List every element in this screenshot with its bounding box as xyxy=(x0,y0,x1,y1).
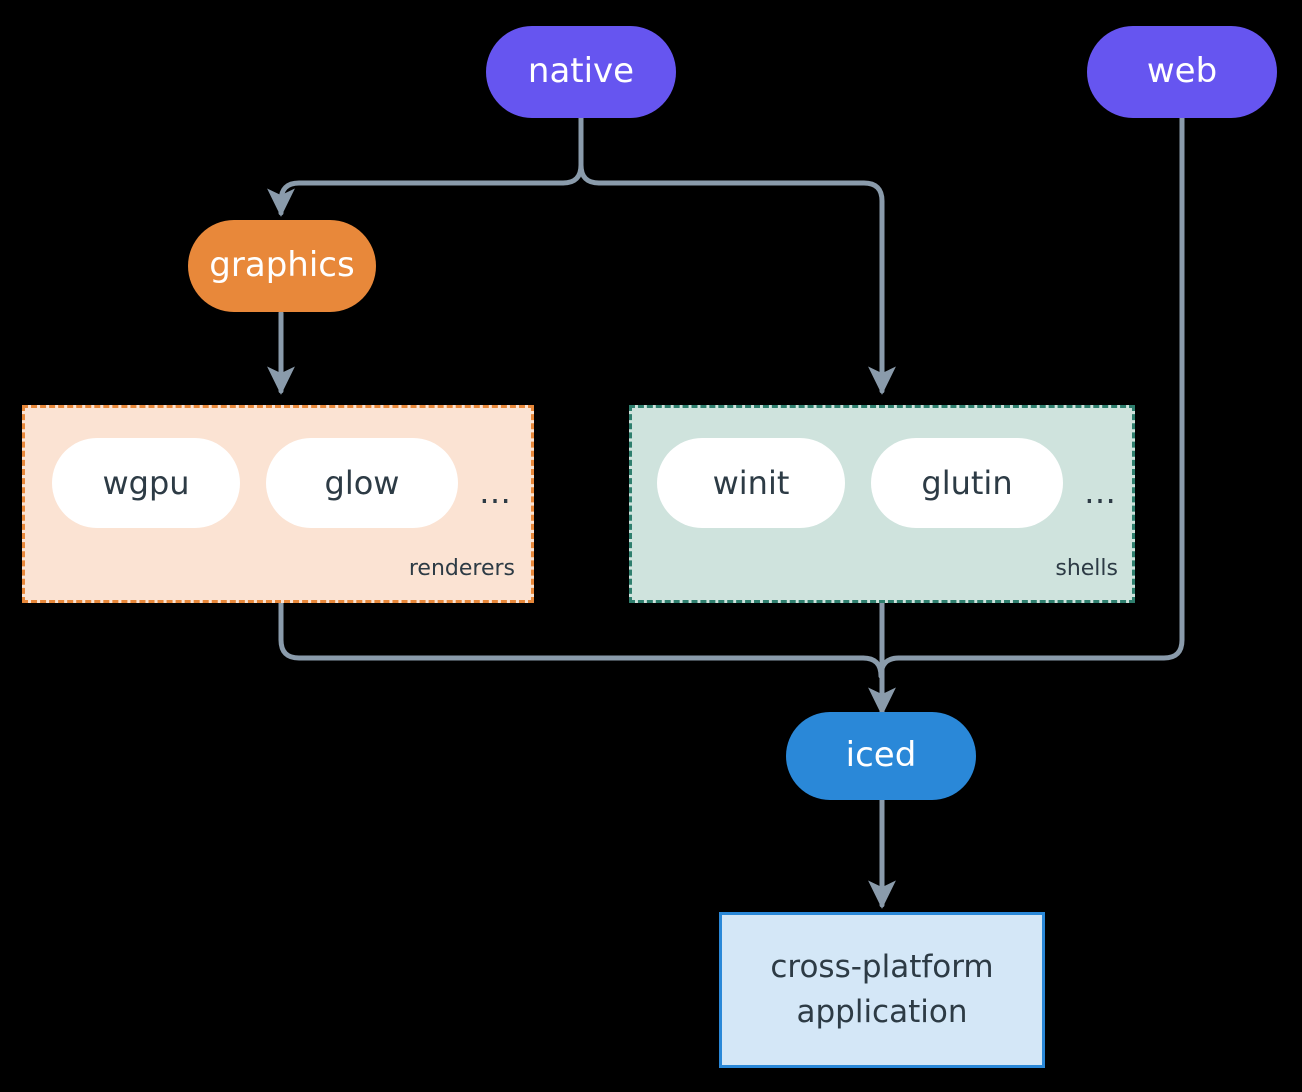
node-web[interactable]: web xyxy=(1087,26,1277,118)
edge-renderers-iced xyxy=(278,600,866,661)
node-graphics-label: graphics xyxy=(209,245,355,286)
edge-native-split xyxy=(578,115,602,186)
edge-merge-right-curve xyxy=(878,655,902,679)
node-native-label: native xyxy=(527,51,635,92)
renderer-item-wgpu[interactable]: wgpu xyxy=(52,438,240,528)
node-iced-label: iced xyxy=(845,735,917,776)
renderers-overflow-ellipsis: … xyxy=(479,473,511,511)
group-renderers: wgpu glow … renderers xyxy=(22,405,534,603)
node-web-label: web xyxy=(1146,51,1218,92)
renderer-item-glow[interactable]: glow xyxy=(266,438,458,528)
shell-item-winit[interactable]: winit xyxy=(657,438,845,528)
shells-overflow-ellipsis: … xyxy=(1084,473,1116,511)
group-shells-label: shells xyxy=(1055,556,1118,581)
renderer-item-glow-label: glow xyxy=(324,464,400,502)
edge-native-graphics xyxy=(267,180,566,217)
node-graphics[interactable]: graphics xyxy=(188,220,376,312)
edge-native-shells xyxy=(596,180,896,395)
shell-item-glutin-label: glutin xyxy=(921,464,1013,502)
group-shells: winit glutin … shells xyxy=(629,405,1135,603)
node-application[interactable]: cross-platform application xyxy=(719,912,1045,1068)
shell-item-glutin[interactable]: glutin xyxy=(871,438,1063,528)
group-renderers-label: renderers xyxy=(408,556,515,581)
node-application-label-line1: cross-platform xyxy=(770,949,994,986)
node-application-label-line2: application xyxy=(796,994,968,1030)
renderer-item-wgpu-label: wgpu xyxy=(102,464,190,502)
shell-item-winit-label: winit xyxy=(712,464,790,502)
edge-native-split-left xyxy=(560,162,584,186)
node-iced[interactable]: iced xyxy=(786,712,976,800)
edge-merge-left-curve xyxy=(860,655,884,679)
node-native[interactable]: native xyxy=(486,26,676,118)
